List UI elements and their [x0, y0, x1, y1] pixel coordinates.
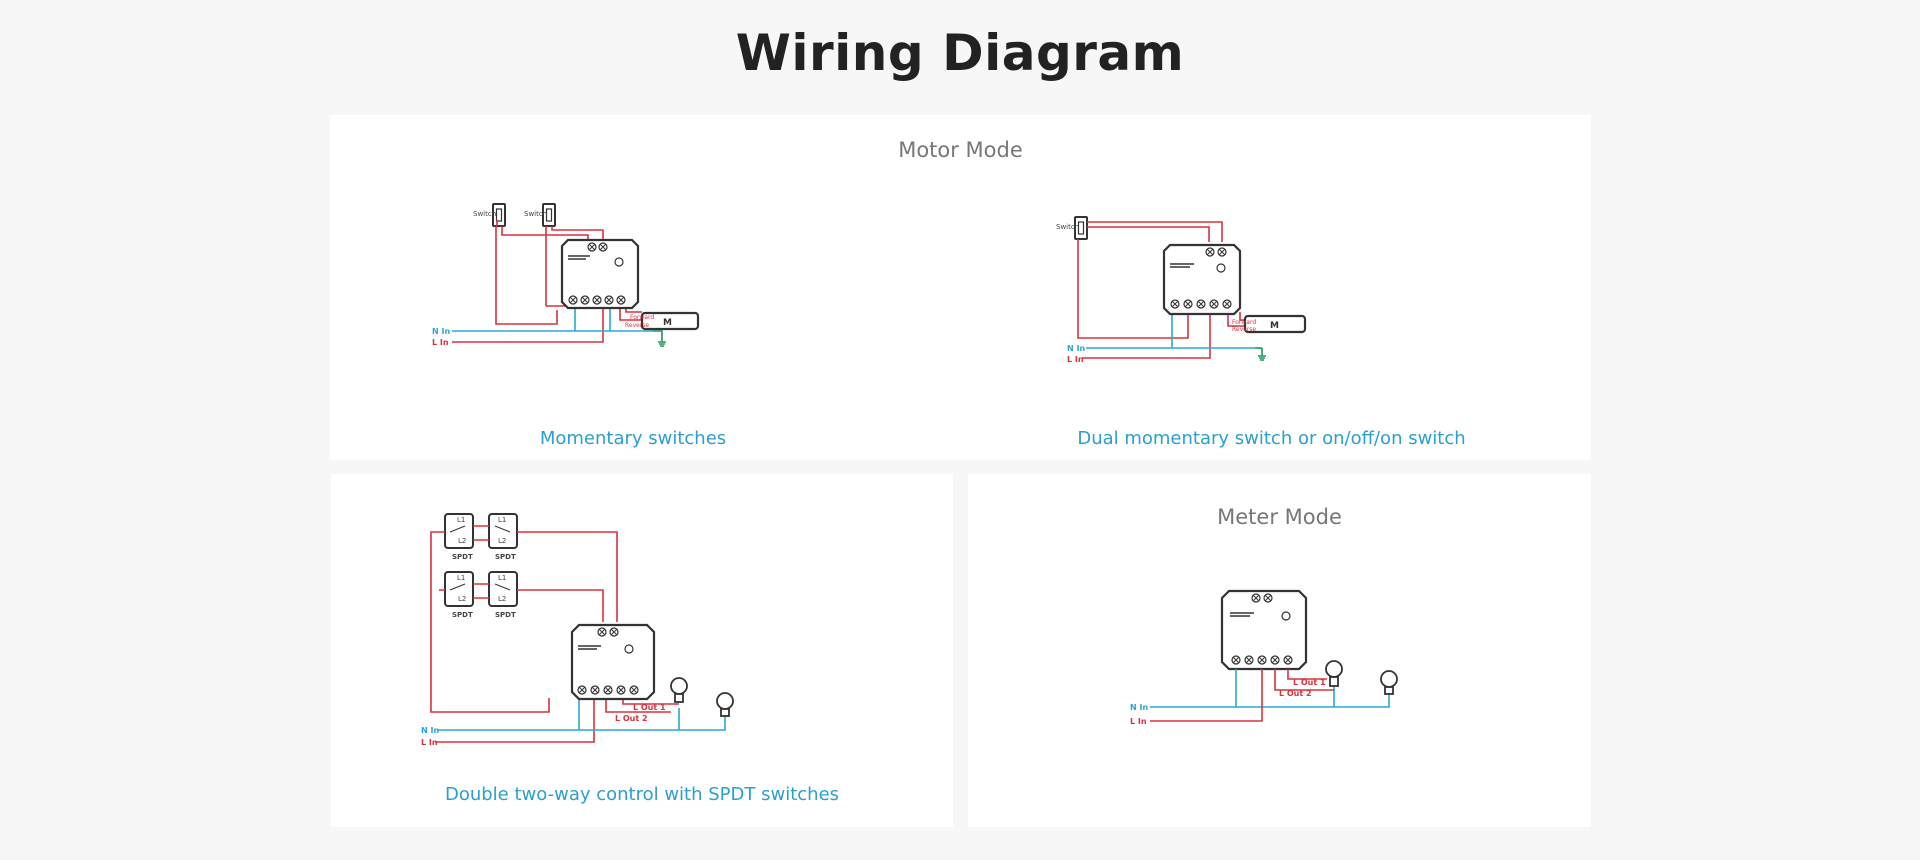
forward-label: Forward	[1232, 319, 1256, 326]
svg-text:L1: L1	[457, 516, 465, 524]
motor-label: M	[1270, 321, 1279, 331]
svg-text:L1: L1	[498, 516, 506, 524]
motor-icon: M	[640, 311, 700, 331]
meter-mode-diagram: L Out 1 L Out 2 N In L In	[1130, 589, 1398, 726]
page-title: Wiring Diagram	[735, 24, 1185, 82]
bulb-icon	[716, 692, 734, 717]
switch-icon	[542, 203, 556, 227]
l-out-2-label: L Out 2	[1279, 689, 1312, 698]
l-out-1-label: L Out 1	[633, 703, 666, 712]
meter-mode-panel: Meter Mode L Out 1 L Out 2 N In L In	[968, 474, 1591, 827]
bulb-icon	[1325, 660, 1343, 687]
reverse-label: Reverse	[625, 322, 649, 329]
svg-text:L2: L2	[458, 595, 466, 603]
n-in-label: N In	[1067, 344, 1085, 353]
spdt-diagram: L1 L2 SPDT L1 L2 SPDT L1 L2 SPDT L1 L2 S…	[421, 513, 734, 747]
dual-momentary-switch-diagram: Switch M Forward Reverse N In L In	[1056, 216, 1307, 364]
svg-text:L2: L2	[498, 537, 506, 545]
svg-text:SPDT: SPDT	[495, 611, 516, 619]
svg-text:L1: L1	[457, 574, 465, 582]
svg-text:L1: L1	[498, 574, 506, 582]
l-in-label: L In	[1130, 717, 1147, 726]
svg-text:L2: L2	[458, 537, 466, 545]
dual-momentary-caption: Dual momentary switch or on/off/on switc…	[1077, 428, 1466, 449]
bulb-icon	[670, 677, 688, 703]
svg-text:SPDT: SPDT	[452, 611, 473, 619]
svg-text:SPDT: SPDT	[452, 553, 473, 561]
l-out-2-label: L Out 2	[615, 714, 648, 723]
svg-text:SPDT: SPDT	[495, 553, 516, 561]
n-in-label: N In	[1130, 703, 1148, 712]
spdt-switch-icon: L1 L2 SPDT	[488, 571, 518, 619]
switch-icon	[1074, 216, 1088, 240]
bulb-icon	[1380, 670, 1398, 695]
spdt-caption: Double two-way control with SPDT switche…	[444, 784, 840, 805]
n-in-label: N In	[421, 726, 439, 735]
switch-icon	[492, 203, 506, 227]
spdt-switch-icon: L1 L2 SPDT	[444, 513, 474, 561]
spdt-switch-icon: L1 L2 SPDT	[444, 571, 474, 619]
momentary-switches-diagram: Switch Switch M	[432, 203, 700, 347]
spdt-panel: L1 L2 SPDT L1 L2 SPDT L1 L2 SPDT L1 L2 S…	[331, 474, 953, 827]
reverse-label: Reverse	[1232, 326, 1256, 333]
switch-label: Switch	[524, 210, 547, 218]
forward-label: Forward	[630, 314, 654, 321]
l-in-label: L In	[421, 738, 438, 747]
l-out-1-label: L Out 1	[1293, 678, 1326, 687]
n-in-label: N In	[432, 327, 450, 336]
l-in-label: L In	[1067, 355, 1084, 364]
motor-label: M	[663, 318, 672, 328]
l-in-label: L In	[432, 338, 449, 347]
momentary-switches-caption: Momentary switches	[539, 428, 727, 449]
motor-mode-title: Motor Mode	[898, 138, 1023, 162]
switch-label: Switch	[1056, 223, 1079, 231]
meter-mode-title: Meter Mode	[1217, 505, 1342, 529]
motor-mode-panel: Motor Mode Switch Switch	[330, 115, 1591, 460]
switch-label: Switch	[473, 210, 496, 218]
motor-icon: M	[1243, 314, 1307, 334]
spdt-switch-icon: L1 L2 SPDT	[488, 513, 518, 561]
svg-text:L2: L2	[498, 595, 506, 603]
